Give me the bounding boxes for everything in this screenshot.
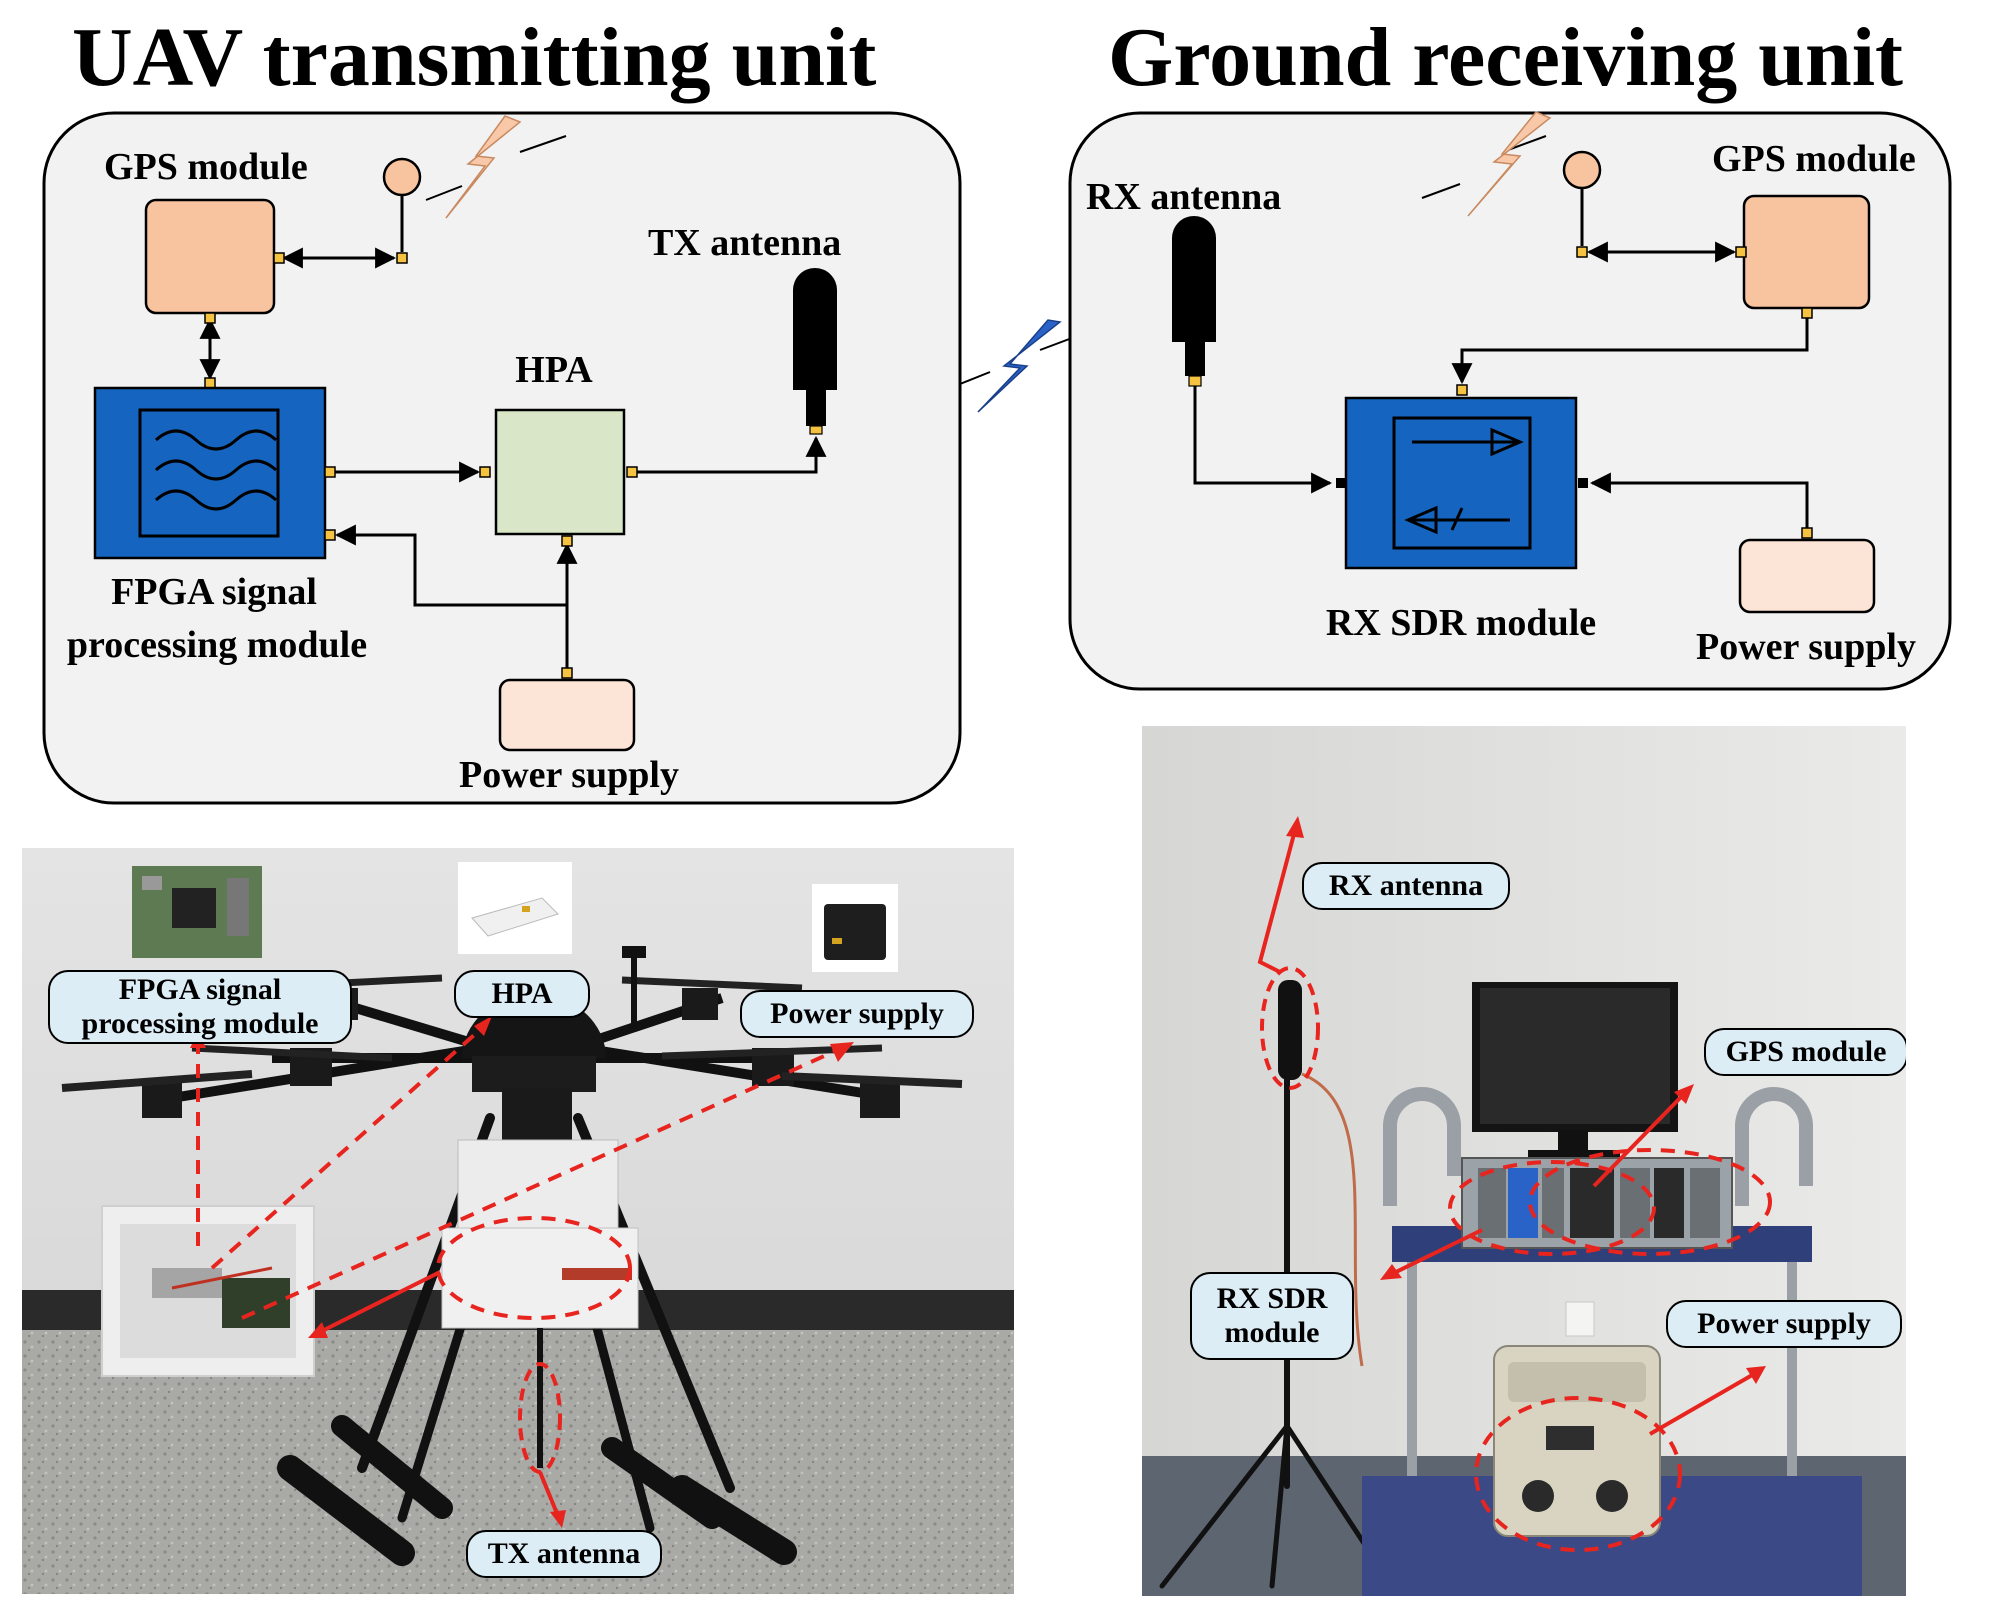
uav-power-callout: Power supply bbox=[740, 990, 974, 1038]
fpga-module-block bbox=[93, 386, 327, 560]
power-supply-thumbnail bbox=[812, 884, 898, 972]
ground-gps-antenna-icon bbox=[1421, 135, 1602, 246]
uav-gps-label: GPS module bbox=[104, 146, 308, 188]
ground-gps-module-block bbox=[1742, 194, 1871, 310]
uav-annotations bbox=[190, 1016, 854, 1528]
monitor bbox=[1472, 982, 1678, 1158]
ground-gps-signal-bolt bbox=[1467, 111, 1552, 217]
fpga-callout-line2: processing module bbox=[81, 1007, 319, 1040]
tx-antenna-label: TX antenna bbox=[648, 222, 842, 264]
rx-sdr-callout-line2: module bbox=[1224, 1316, 1320, 1349]
uav-gps-antenna-icon bbox=[382, 135, 567, 252]
gps-callout: GPS module bbox=[1704, 1028, 1906, 1076]
uav-unit-title: UAV transmitting unit bbox=[72, 11, 877, 104]
fpga-label-line1: FPGA signal bbox=[111, 571, 317, 613]
block-diagram bbox=[42, 111, 1952, 805]
tx-antenna-callout: TX antenna bbox=[466, 1530, 662, 1578]
uav-gps-signal-bolt bbox=[445, 115, 522, 219]
tx-antenna-icon bbox=[793, 268, 837, 435]
hpa-block bbox=[494, 408, 626, 536]
uav-gps-module-block bbox=[144, 198, 276, 315]
ground-gps-label: GPS module bbox=[1712, 138, 1916, 180]
fpga-board-thumbnail bbox=[132, 866, 262, 958]
fpga-callout-line1: FPGA signal bbox=[118, 972, 282, 1006]
air-link-signal-icon bbox=[959, 319, 1073, 413]
hpa-label: HPA bbox=[515, 349, 593, 391]
hpa-thumbnail bbox=[458, 862, 572, 954]
ground-annotations bbox=[1257, 816, 1772, 1552]
uav-power-supply-block bbox=[498, 678, 636, 752]
fpga-enclosure-inset bbox=[101, 1205, 315, 1377]
rx-sdr-module-block bbox=[1344, 396, 1578, 570]
ground-power-supply-block bbox=[1738, 538, 1876, 614]
rx-antenna-label: RX antenna bbox=[1086, 176, 1282, 218]
rx-sdr-callout-line1: RX SDR bbox=[1216, 1281, 1328, 1315]
ground-power-callout: Power supply bbox=[1666, 1300, 1902, 1348]
pxi-chassis bbox=[1461, 1157, 1733, 1249]
ground-power-label: Power supply bbox=[1696, 626, 1916, 668]
power-station bbox=[1493, 1345, 1661, 1537]
rx-antenna-callout: RX antenna bbox=[1302, 862, 1510, 910]
ground-unit-title: Ground receiving unit bbox=[1108, 11, 1904, 104]
drone-frame bbox=[61, 946, 963, 1468]
fpga-label-line2: processing module bbox=[66, 624, 368, 666]
rx-sdr-label: RX SDR module bbox=[1325, 602, 1597, 644]
hpa-callout: HPA bbox=[454, 970, 590, 1018]
uav-power-label: Power supply bbox=[459, 754, 679, 796]
rx-antenna-icon bbox=[1172, 216, 1216, 387]
